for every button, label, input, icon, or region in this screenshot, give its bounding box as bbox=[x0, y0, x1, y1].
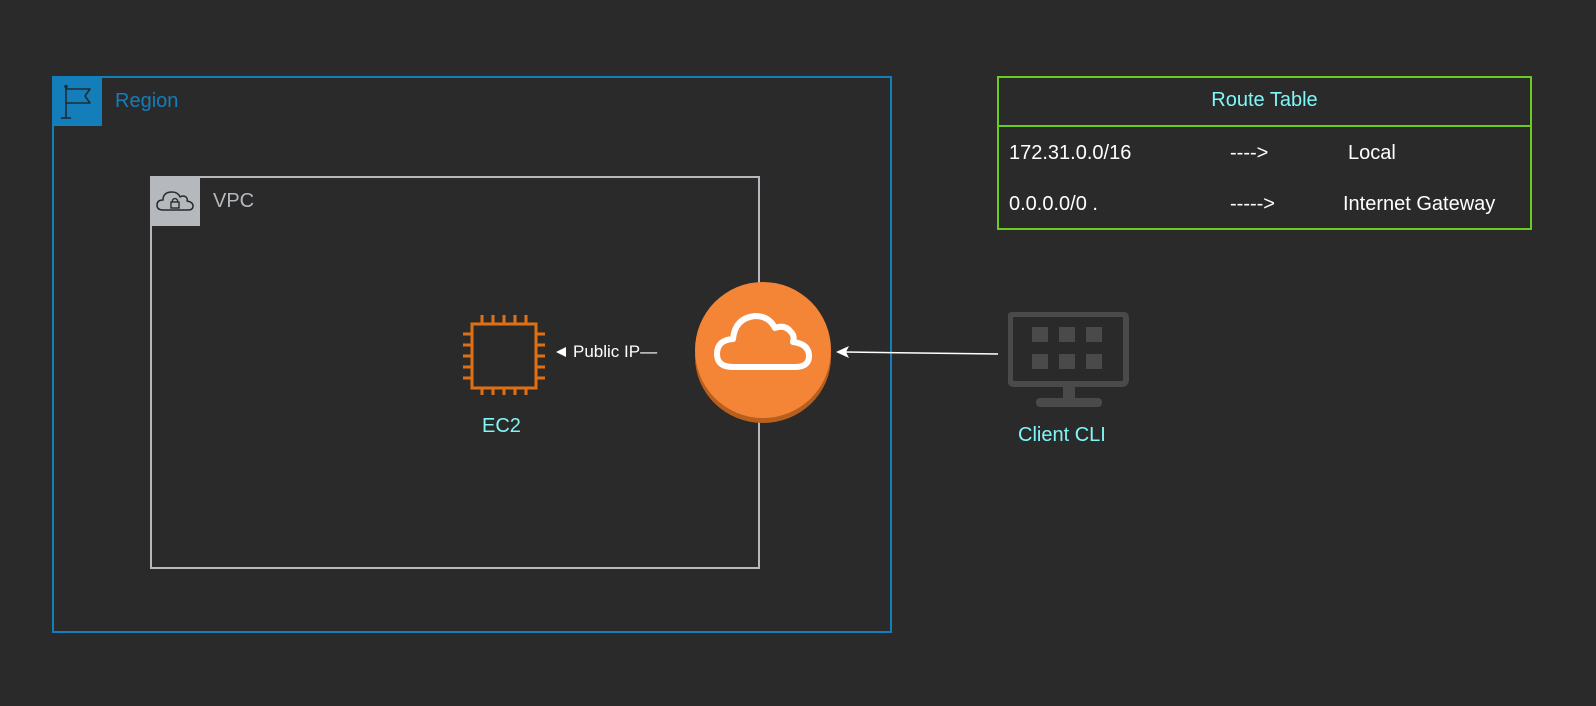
route-row-1-destination: 172.31.0.0/16 bbox=[1009, 142, 1132, 164]
region-label: Region bbox=[115, 90, 179, 112]
public-ip-connector-label[interactable]: Public IP— bbox=[573, 342, 658, 361]
cloud-icon bbox=[714, 313, 812, 370]
route-row-2-target: Internet Gateway bbox=[1343, 193, 1496, 215]
route-table-title: Route Table bbox=[997, 76, 1532, 127]
route-row-2-arrow: -----> bbox=[1230, 193, 1275, 215]
region-icon-box bbox=[52, 76, 102, 126]
route-row-1-target: Local bbox=[1348, 142, 1396, 164]
flag-icon bbox=[61, 84, 91, 119]
route-row-2-destination: 0.0.0.0/0 . bbox=[1009, 193, 1098, 215]
internet-gateway-icon[interactable] bbox=[693, 282, 833, 424]
ec2-label: EC2 bbox=[482, 415, 521, 437]
ec2-chip-icon[interactable] bbox=[455, 313, 553, 395]
route-row-1-arrow: ----> bbox=[1230, 142, 1269, 164]
client-monitor-icon[interactable] bbox=[1008, 312, 1130, 410]
public-ip-arrowhead-icon bbox=[556, 347, 566, 357]
client-label: Client CLI bbox=[1018, 424, 1106, 446]
route-table-title-text: Route Table bbox=[1211, 89, 1318, 111]
vpc-icon-box bbox=[150, 176, 200, 226]
route-table[interactable] bbox=[997, 76, 1532, 230]
cloud-lock-icon bbox=[156, 191, 194, 211]
vpc-label: VPC bbox=[213, 190, 255, 212]
